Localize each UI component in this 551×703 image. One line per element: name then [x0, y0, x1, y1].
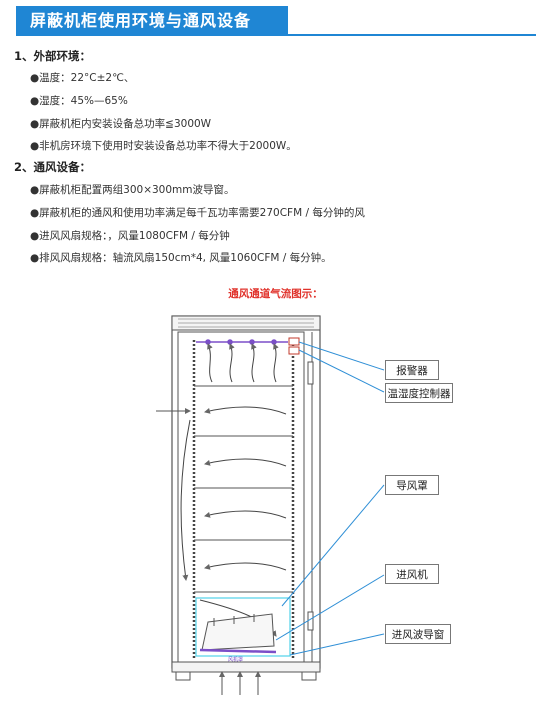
exhaust-fan-bank: [196, 339, 288, 345]
title-underline: [16, 34, 536, 36]
shelves: [194, 385, 293, 593]
intake-fan-assembly: [195, 597, 291, 657]
alarm-module: [288, 337, 300, 355]
diagram-title: 通风通道气流图示：: [228, 288, 323, 300]
vent-item-exhaust-fan: ●排风风扇规格：轴流风扇150cm*4, 风量1060CFM / 每分钟。: [30, 252, 332, 264]
env-item-non-room-power: ●非机房环境下使用时安装设备总功率不得大于2000W。: [30, 140, 297, 152]
external-airflow: [156, 408, 261, 695]
vent-item-waveguide: ●屏蔽机柜配置两组300×300mm波导窗。: [30, 184, 235, 196]
callout-intake-waveguide: 进风波导窗: [385, 624, 451, 644]
callout-intake-fan: 进风机: [385, 564, 439, 584]
callout-leader-lines: [275, 341, 385, 656]
page-title: 屏蔽机柜使用环境与通风设备: [16, 6, 288, 36]
cabinet-body: [171, 315, 321, 681]
fan-plate-label: 风机罩: [228, 656, 243, 663]
callout-thermo-controller: 温湿度控制器: [385, 383, 453, 403]
door-handle: [307, 361, 314, 385]
airflow-arrows: [180, 343, 287, 637]
env-item-total-power: ●屏蔽机柜内安装设备总功率≦3000W: [30, 118, 212, 130]
section-title-ventilation: 2、通风设备：: [14, 160, 92, 174]
rack-rails: [192, 340, 295, 658]
section-title-environment: 1、外部环境：: [14, 49, 92, 63]
env-item-humidity: ●湿度：45%—65%: [30, 95, 128, 107]
door-handle-lower: [307, 611, 314, 631]
callout-alarm: 报警器: [385, 360, 439, 380]
vent-item-airflow-requirement: ●屏蔽机柜的通风和使用功率满足每千瓦功率需要270CFM / 每分钟的风: [30, 207, 365, 219]
callout-air-hood: 导风罩: [385, 475, 439, 495]
vent-item-intake-fan: ●进风风扇规格：，风量1080CFM / 每分钟: [30, 230, 230, 242]
env-item-temperature: ●温度：22°C±2℃、: [30, 72, 135, 84]
